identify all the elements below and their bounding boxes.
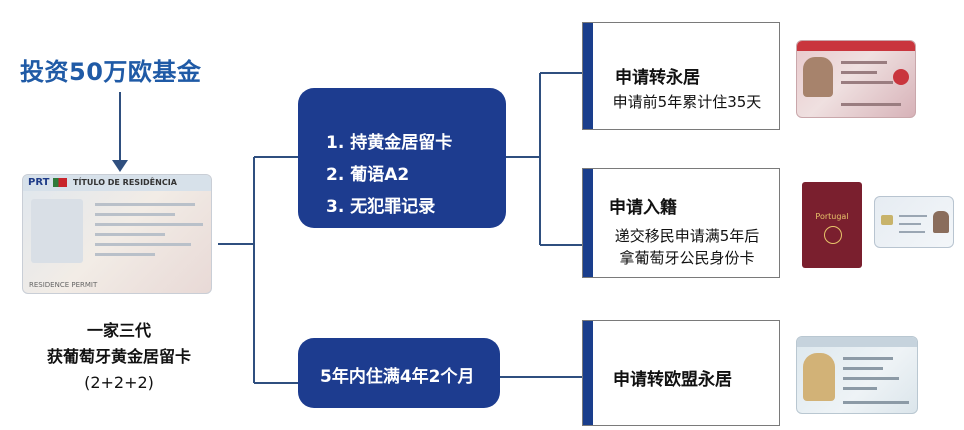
flag-icon bbox=[53, 178, 67, 187]
requirement-1: 1. 持黄金居留卡 bbox=[326, 133, 453, 153]
citizenship-card: 申请入籍 递交移民申请满5年后 拿葡萄牙公民身份卡 bbox=[582, 168, 780, 278]
eu-card-image bbox=[796, 336, 918, 414]
card-title: TÍTULO DE RESIDÊNCIA bbox=[73, 178, 177, 187]
portrait-icon bbox=[803, 57, 833, 97]
emblem-icon bbox=[893, 69, 909, 85]
citizenship-title: 申请入籍 bbox=[609, 198, 677, 218]
family-caption: 一家三代 获葡萄牙黄金居留卡 (2+2+2) bbox=[14, 318, 224, 396]
permanent-title: 申请转永居 bbox=[615, 68, 700, 88]
citizen-card-image bbox=[874, 196, 954, 248]
passport-emblem-icon bbox=[824, 226, 842, 244]
card-footer: RESIDENCE PERMIT bbox=[29, 281, 98, 289]
citizen-portrait-icon bbox=[933, 211, 949, 233]
caption-line2: 获葡萄牙黄金居留卡 bbox=[46, 347, 191, 366]
residency-pill: 5年内住满4年2个月 bbox=[298, 338, 500, 408]
caption-line1: 一家三代 bbox=[86, 321, 151, 340]
requirement-3: 3. 无犯罪记录 bbox=[326, 197, 436, 217]
requirement-2: 2. 葡语A2 bbox=[326, 165, 410, 185]
eu-residence-card: 申请转欧盟永居 bbox=[582, 320, 780, 426]
arrow-head bbox=[112, 160, 128, 172]
passport-image: Portugal bbox=[802, 182, 862, 268]
passport-label: Portugal bbox=[815, 212, 849, 221]
headline: 投资50万欧基金 bbox=[20, 58, 202, 86]
citizenship-line1: 递交移民申请满5年后 bbox=[614, 227, 760, 245]
permanent-card-image bbox=[796, 40, 916, 118]
card-code: PRT bbox=[28, 177, 50, 188]
eu-title: 申请转欧盟永居 bbox=[613, 370, 732, 390]
residency-text: 5年内住满4年2个月 bbox=[320, 367, 475, 387]
chip-icon bbox=[881, 215, 893, 225]
requirements-pill: 1. 持黄金居留卡 2. 葡语A2 3. 无犯罪记录 bbox=[298, 88, 506, 228]
permanent-text: 申请前5年累计住35天 bbox=[612, 93, 762, 111]
citizenship-line2: 拿葡萄牙公民身份卡 bbox=[619, 249, 755, 267]
permanent-residence-card: 申请转永居 申请前5年累计住35天 bbox=[582, 22, 780, 130]
residence-card-image: PRT TÍTULO DE RESIDÊNCIA RESIDENCE PERMI… bbox=[22, 174, 212, 294]
caption-line3: (2+2+2) bbox=[84, 373, 154, 392]
eu-portrait-icon bbox=[803, 353, 835, 401]
